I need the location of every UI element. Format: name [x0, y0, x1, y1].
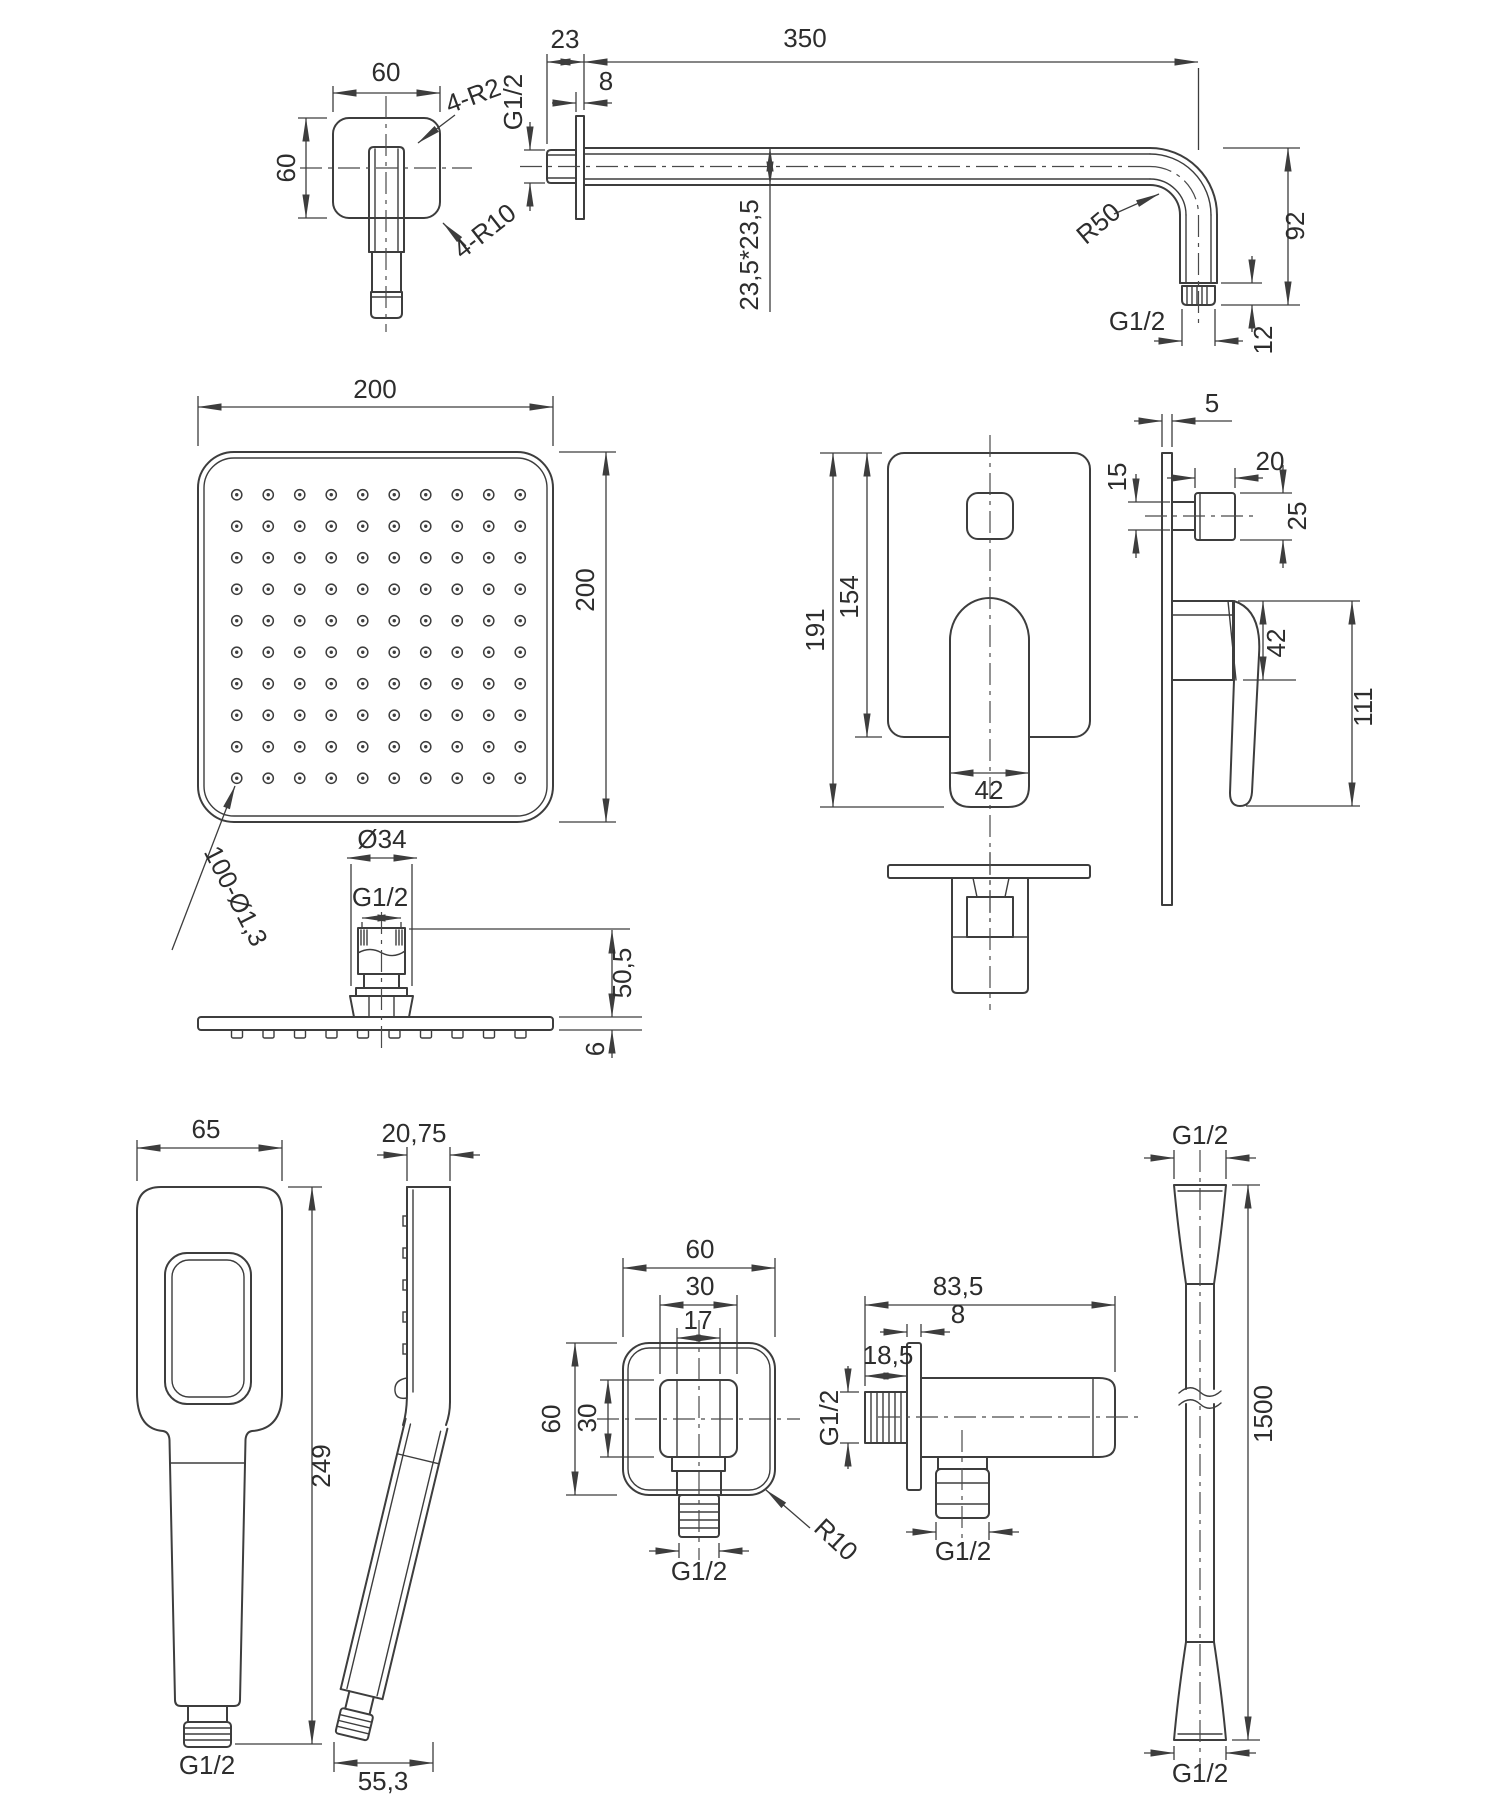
dim-stub-length: 18,5	[863, 1340, 914, 1370]
dim-plate-thickness-side: 5	[1205, 388, 1219, 418]
dim-hose-length: 1500	[1248, 1385, 1278, 1443]
dim-hand-shower-length: 249	[306, 1444, 336, 1487]
dim-hand-shower-width: 65	[192, 1114, 221, 1144]
arm-side-view: 23 350 8 G1/2 23,5*23,5 R50 92 12 G1/2	[498, 23, 1310, 354]
dim-handle-length: 111	[1348, 687, 1378, 727]
dim-nozzle-count: 100-Ø1,3	[198, 841, 274, 951]
dim-wall-offset: 23	[551, 24, 580, 54]
dim-bend-radius: R50	[1070, 196, 1126, 250]
dim-arm-section: 23,5*23,5	[734, 199, 764, 310]
hanging-hook	[394, 1377, 408, 1400]
dim-drop-height: 92	[1280, 212, 1310, 241]
dim-bore: 17	[684, 1305, 713, 1335]
dim-outlet-thread: G1/2	[1109, 306, 1165, 336]
arm-flange-front-view: 60 60 4-R2 4-R10	[271, 57, 522, 332]
hand-shower-front-view: 65 249 G1/2	[136, 1114, 336, 1780]
dim-socket-height: 30	[572, 1404, 602, 1433]
dim-inlet-thread: G1/2	[498, 74, 528, 130]
dim-head-width: 200	[353, 374, 396, 404]
dim-tip-length: 12	[1248, 326, 1278, 355]
dim-body-height: 42	[1261, 629, 1291, 658]
dim-knob-height: 25	[1282, 502, 1312, 531]
dim-flange-height: 60	[271, 154, 301, 183]
dim-socket-width: 30	[686, 1271, 715, 1301]
mixer-bottom-view	[887, 852, 1091, 1010]
shower-head-side-view: Ø34 G1/2 50,5 6	[197, 824, 642, 1058]
dim-head-depth: 200	[570, 568, 600, 611]
shower-head-top-view: 200 200 100-Ø1,3	[171, 374, 616, 951]
dim-hose-top-thread: G1/2	[1172, 1120, 1228, 1150]
dim-corner-radius: 4-R2	[441, 72, 504, 119]
spray-face	[164, 1252, 252, 1405]
dim-hand-shower-thread: G1/2	[179, 1750, 235, 1780]
dim-hand-shower-base: 55,3	[358, 1766, 409, 1796]
dim-elbow-width: 60	[686, 1234, 715, 1264]
nozzle-grid	[221, 479, 536, 794]
dim-flange-thickness: 8	[599, 66, 613, 96]
dim-hub-diameter: Ø34	[357, 824, 406, 854]
dim-elbow-length: 83,5	[933, 1271, 984, 1301]
dim-hub-height: 50,5	[607, 948, 637, 999]
nozzle-stubs	[230, 1029, 527, 1039]
dim-arm-length: 350	[783, 23, 826, 53]
dim-knob-length: 20	[1256, 446, 1285, 476]
dim-elbow-outlet-thread: G1/2	[671, 1556, 727, 1586]
dim-elbow-outlet-thread-side: G1/2	[935, 1536, 991, 1566]
mixer-lever-side	[1229, 600, 1261, 807]
dim-elbow-plate-thickness: 8	[951, 1299, 965, 1329]
dim-elbow-corner-radius: R10	[808, 1512, 863, 1566]
dim-hub-thread: G1/2	[352, 882, 408, 912]
dim-elbow-height: 60	[536, 1405, 566, 1434]
centerline	[1149, 165, 1200, 216]
hand-shower-side-view: 20,75 55,3	[333, 1118, 480, 1796]
mixer-side-view: 5 15 20 25 42 111	[1102, 388, 1378, 906]
hand-shower-handle-side	[334, 1417, 449, 1742]
dim-mixer-total-height: 191	[800, 608, 830, 651]
dim-mixer-plate-height: 154	[834, 575, 864, 618]
dim-hand-shower-thickness: 20,75	[381, 1118, 446, 1148]
shower-hose: G1/2 1500 G1/2	[1144, 1120, 1278, 1788]
dim-hose-bottom-thread: G1/2	[1172, 1758, 1228, 1788]
dim-plate-thickness: 6	[580, 1042, 610, 1056]
elbow-side-view: 83,5 8 18,5 G1/2 G1/2	[814, 1271, 1140, 1566]
dim-handle-width: 42	[975, 775, 1004, 805]
dim-flange-width: 60	[372, 57, 401, 87]
dim-plate-radius: 4-R10	[447, 197, 521, 264]
dim-elbow-inlet-thread: G1/2	[814, 1390, 844, 1446]
mixer-front-view: 191 154 42	[800, 435, 1091, 922]
dim-knob-offset: 15	[1102, 463, 1132, 492]
